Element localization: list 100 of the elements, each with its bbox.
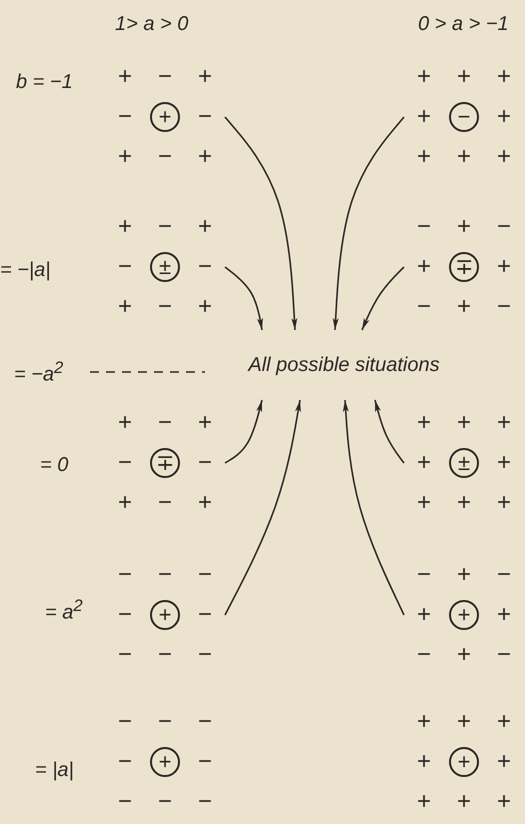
sign: + [416,411,431,435]
sign: + [496,750,511,774]
sign: + [456,295,471,319]
sign: − [198,255,212,279]
curved-arrow [332,116,405,330]
sign: − [198,451,212,475]
curved-arrow [374,400,405,464]
circled-sign: ± [150,252,180,282]
sign: + [456,145,471,169]
sign: + [416,65,431,89]
sign: − [118,105,132,129]
circled-sign: + [449,600,479,630]
sign: − [416,563,431,587]
sign: + [496,710,511,734]
sign: − [118,643,132,667]
circled-sign: + [150,600,180,630]
sign: + [456,710,471,734]
sign: + [198,411,212,435]
sign: − [158,710,172,734]
circled-sign: ∓ [449,252,479,282]
sign: + [496,105,511,129]
sign: + [456,790,471,814]
sign: − [118,255,132,279]
sign: + [456,215,471,239]
sign: + [416,491,431,515]
sign: + [118,145,132,169]
curved-arrow [361,266,405,330]
sign: − [198,710,212,734]
row-label: = a$^{2}$ [45,598,83,623]
sign: − [198,603,212,627]
sign: + [416,105,431,129]
sign: + [496,411,511,435]
row-label: = 0 [40,455,68,475]
sign: − [158,491,172,515]
sign: − [158,563,172,587]
sign: + [496,451,511,475]
sign: + [496,790,511,814]
row-label: = −a$^{2}$ [14,360,64,385]
center-caption: All possible situations [248,354,440,376]
sign: + [496,145,511,169]
circled-sign: ∓ [150,448,180,478]
sign: + [118,65,132,89]
sign: − [118,451,132,475]
sign: − [198,750,212,774]
sign: − [118,563,132,587]
row-label: = |a| [35,760,74,780]
sign: − [158,643,172,667]
sign: − [198,105,212,129]
sign: + [416,255,431,279]
sign: − [198,563,212,587]
curved-arrow [224,400,263,464]
circled-sign: − [449,102,479,132]
sign: + [198,145,212,169]
sign: − [158,790,172,814]
sign: − [118,710,132,734]
sign: + [118,215,132,239]
sign: − [416,643,431,667]
sign: − [158,65,172,89]
sign: + [416,603,431,627]
curved-arrow [224,266,263,330]
sign: − [416,295,431,319]
sign: − [496,215,511,239]
sign: + [118,411,132,435]
row-label: b = −1 [16,72,73,92]
row-label: = −|a| [0,260,50,280]
sign: + [198,491,212,515]
sign: + [496,65,511,89]
column-heading: 0 > a > −1 [418,14,509,34]
sign: + [496,491,511,515]
sign: − [496,295,511,319]
sign: − [158,411,172,435]
curved-arrow [224,116,298,330]
sign: + [456,411,471,435]
sign: − [198,643,212,667]
sign: − [158,215,172,239]
sign: − [118,603,132,627]
sign: + [416,790,431,814]
sign: − [158,295,172,319]
circled-sign: + [449,747,479,777]
circled-sign: + [150,102,180,132]
sign: − [158,145,172,169]
circled-sign: + [150,747,180,777]
sign: + [496,603,511,627]
sign: + [118,491,132,515]
sign: − [198,790,212,814]
sign: + [198,215,212,239]
sign: − [118,790,132,814]
sign: − [118,750,132,774]
curved-arrow [224,400,301,616]
sign: + [416,451,431,475]
sign: + [416,145,431,169]
sign: + [456,491,471,515]
sign: + [416,750,431,774]
column-heading: 1> a > 0 [115,14,188,34]
sign: − [416,215,431,239]
sign: − [496,643,511,667]
circled-sign: ± [449,448,479,478]
sign: + [198,65,212,89]
sign: + [416,710,431,734]
sign: + [118,295,132,319]
